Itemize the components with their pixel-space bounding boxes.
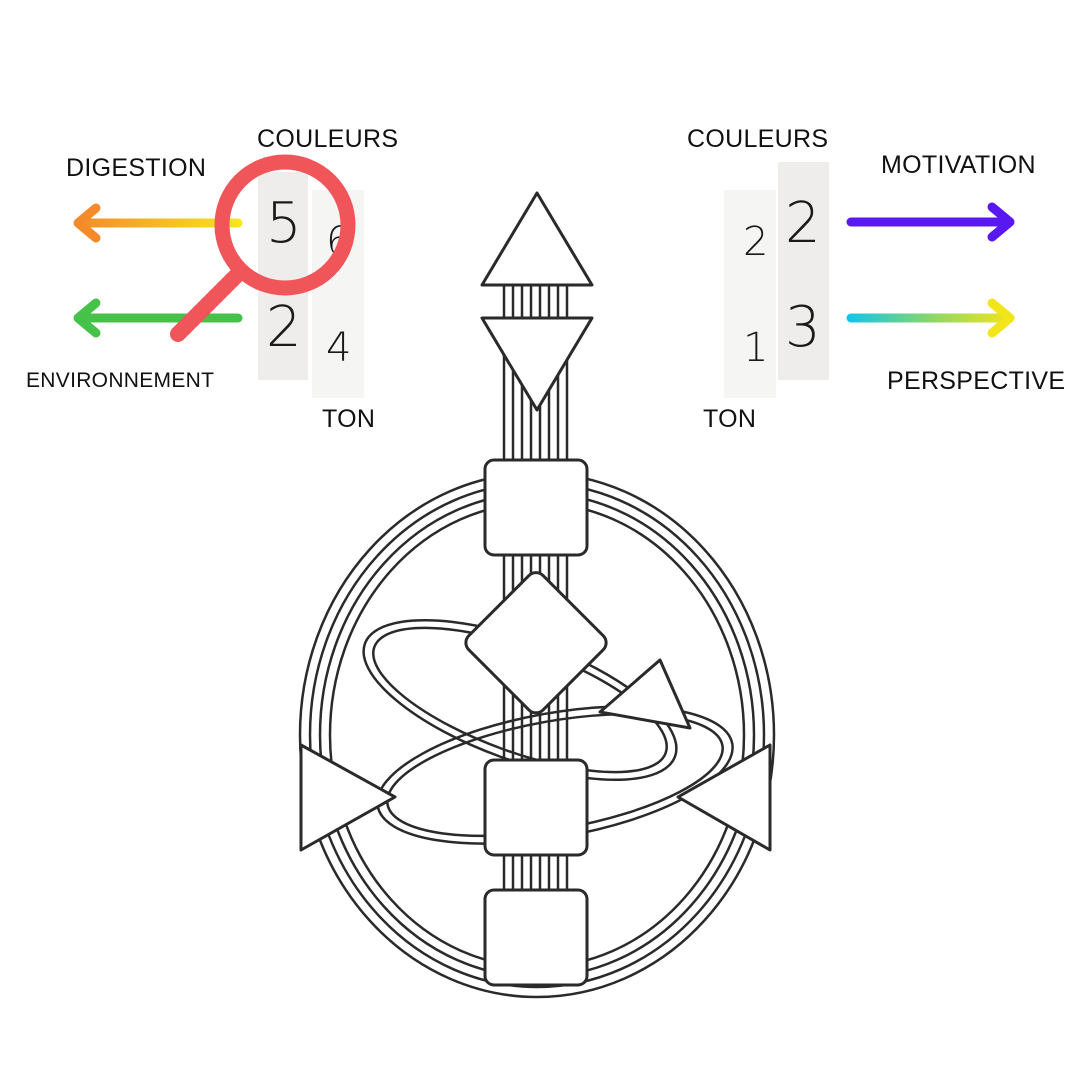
right-ton-label: TON [703, 405, 757, 433]
throat-center [483, 458, 589, 557]
left-ton-label: TON [322, 405, 376, 433]
right-color-digit-bottom: 3 [785, 295, 821, 360]
left-color-column [258, 172, 308, 380]
motivation-label: MOTIVATION [881, 151, 1036, 179]
motivation-arrow [846, 202, 1015, 242]
right-couleurs-label: COULEURS [687, 125, 829, 153]
environnement-label: ENVIRONNEMENT [26, 369, 215, 392]
g-center [464, 571, 608, 715]
right-color-column [778, 162, 829, 380]
root-center [483, 888, 589, 987]
right-tone-digit-bottom: 1 [743, 325, 769, 371]
environnement-arrow [73, 298, 243, 338]
left-color-digit-bottom: 2 [266, 295, 302, 360]
digestion-label: DIGESTION [66, 154, 207, 182]
right-color-digit-top: 2 [785, 191, 821, 256]
perspective-label: PERSPECTIVE [887, 367, 1066, 395]
ajna-center [480, 316, 594, 412]
head-center [480, 191, 594, 287]
spleen-center [299, 743, 397, 852]
solar-plexus-center [676, 743, 772, 852]
right-tone-digit-top: 2 [743, 219, 769, 265]
left-couleurs-label: COULEURS [257, 125, 399, 153]
right-tone-column [724, 190, 776, 398]
left-tone-digit-bottom: 4 [326, 325, 352, 371]
heart-center [598, 658, 692, 730]
left-color-digit-top: 5 [266, 191, 302, 256]
digestion-arrow [73, 203, 243, 243]
sacral-center [483, 758, 589, 857]
perspective-arrow [846, 298, 1015, 338]
